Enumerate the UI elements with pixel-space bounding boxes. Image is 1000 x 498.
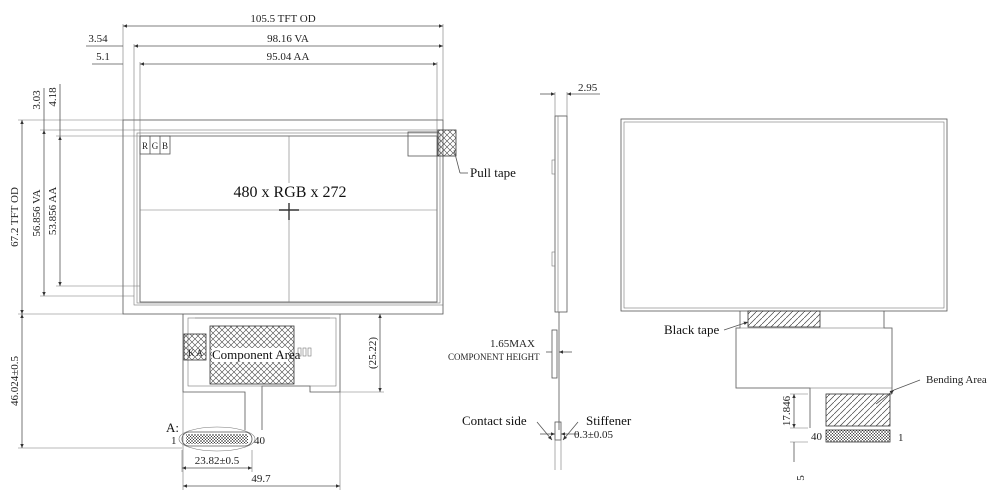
black-tape	[747, 310, 821, 328]
back-pin-first: 1	[898, 432, 904, 444]
dim-top-va: 3.03	[31, 90, 43, 110]
back-module	[620, 118, 948, 312]
pin-last: 40	[254, 435, 266, 447]
dim-left-aa: 5.1	[96, 51, 110, 63]
black-tape-label: Black tape	[664, 322, 719, 337]
va-outline	[133, 129, 444, 306]
dim-tft-od-width: 105.5 TFT OD	[250, 13, 315, 25]
component-height-label: COMPONENT HEIGHT	[448, 352, 540, 362]
rgb-g: G	[152, 141, 159, 151]
dim-thickness: 2.95	[578, 82, 598, 94]
dim-aa-width: 95.04 AA	[267, 51, 310, 63]
dim-aa-height: 53.856 AA	[47, 187, 59, 235]
resolution-label: 480 x RGB x 272	[234, 184, 347, 201]
component-area-label: Component Area	[212, 347, 301, 362]
side-module	[554, 115, 568, 313]
stiffener-label: Stiffener	[586, 413, 632, 428]
dim-fpc-thickness: 0.3±0.05	[574, 429, 614, 441]
dim-top-aa: 4.18	[47, 87, 59, 107]
dim-bend-length: 17.846	[781, 395, 793, 426]
pull-tape-label: Pull tape	[470, 165, 516, 180]
rgb-r: R	[142, 141, 148, 151]
rgb-b: B	[162, 141, 168, 151]
dim-fpc-width: 49.7	[251, 473, 271, 485]
dim-fpc-tail: (25.22)	[367, 337, 379, 369]
detail-a-label: A:	[166, 420, 179, 435]
dim-tail: 5	[795, 475, 807, 481]
ka-label: K A	[188, 348, 203, 358]
dim-tft-od-height: 67.2 TFT OD	[9, 187, 21, 247]
dim-fpc-length: 46.024±0.5	[9, 355, 21, 406]
front-view: 480 x RGB x 272 R G B Pull tape 105.5 TF…	[9, 13, 516, 490]
bending-area-label: Bending Area	[926, 374, 987, 386]
dim-va-width: 98.16 VA	[267, 33, 309, 45]
back-view: Black tape Bending Area 40 1 17.846 5	[620, 118, 987, 481]
pin-first: 1	[171, 435, 177, 447]
dim-connector-pitch: 23.82±0.5	[195, 455, 240, 467]
fpc-outline	[182, 314, 341, 430]
aa-outline	[139, 135, 438, 303]
dim-va-height: 56.856 VA	[31, 189, 43, 236]
pull-tape	[437, 129, 457, 157]
fpc-connector	[181, 431, 253, 447]
side-view: 2.95 1.65MAX COMPONENT HEIGHT Contact si…	[448, 82, 632, 470]
contact-side-label: Contact side	[462, 413, 527, 428]
dim-left-va: 3.54	[88, 33, 108, 45]
bending-area	[825, 393, 891, 427]
back-pin-last: 40	[811, 431, 823, 443]
dim-component-height: 1.65MAX	[490, 338, 535, 350]
tft-outline	[122, 119, 444, 315]
